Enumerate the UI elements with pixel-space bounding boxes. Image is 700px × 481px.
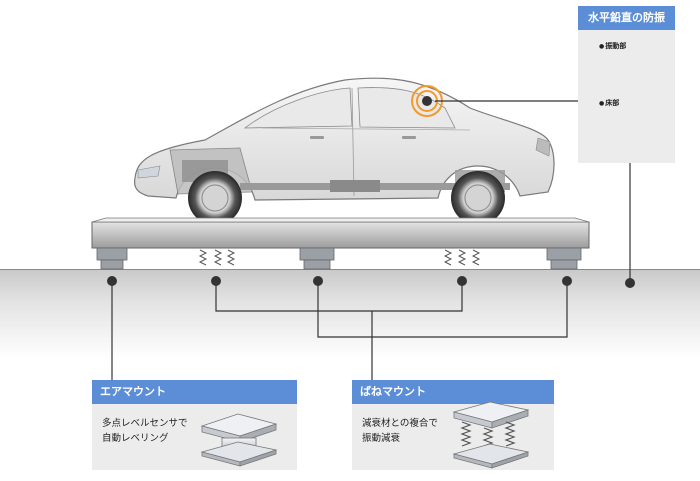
air-mount-title: エアマウント [92,380,297,404]
air-mount-marker [96,247,582,270]
floor-section-label: 床部 [599,98,619,108]
spring-mount-icon [452,401,530,469]
isolation-panel: 水平鉛直の防振 振動部 床部 [578,6,675,163]
air-mount-callout: エアマウント 多点レベルセンサで 自動レベリング [92,380,297,470]
spring-mount-marker [198,249,481,266]
spring-mount-description: 減衰材との複合で 振動減衰 [362,418,438,444]
floor [0,269,700,359]
air-mount-icon [200,413,278,467]
vibration-section-label: 振動部 [599,41,626,51]
connector-dots [107,276,635,288]
car-illustration [133,77,555,225]
test-platform [91,217,590,249]
isolation-panel-title: 水平鉛直の防振 [578,6,675,30]
spring-mount-callout: ばねマウント 減衰材との複合で 振動減衰 [352,380,554,470]
spring-mount-title: ばねマウント [352,380,554,404]
air-mount-description: 多点レベルセンサで 自動レベリング [102,418,188,444]
